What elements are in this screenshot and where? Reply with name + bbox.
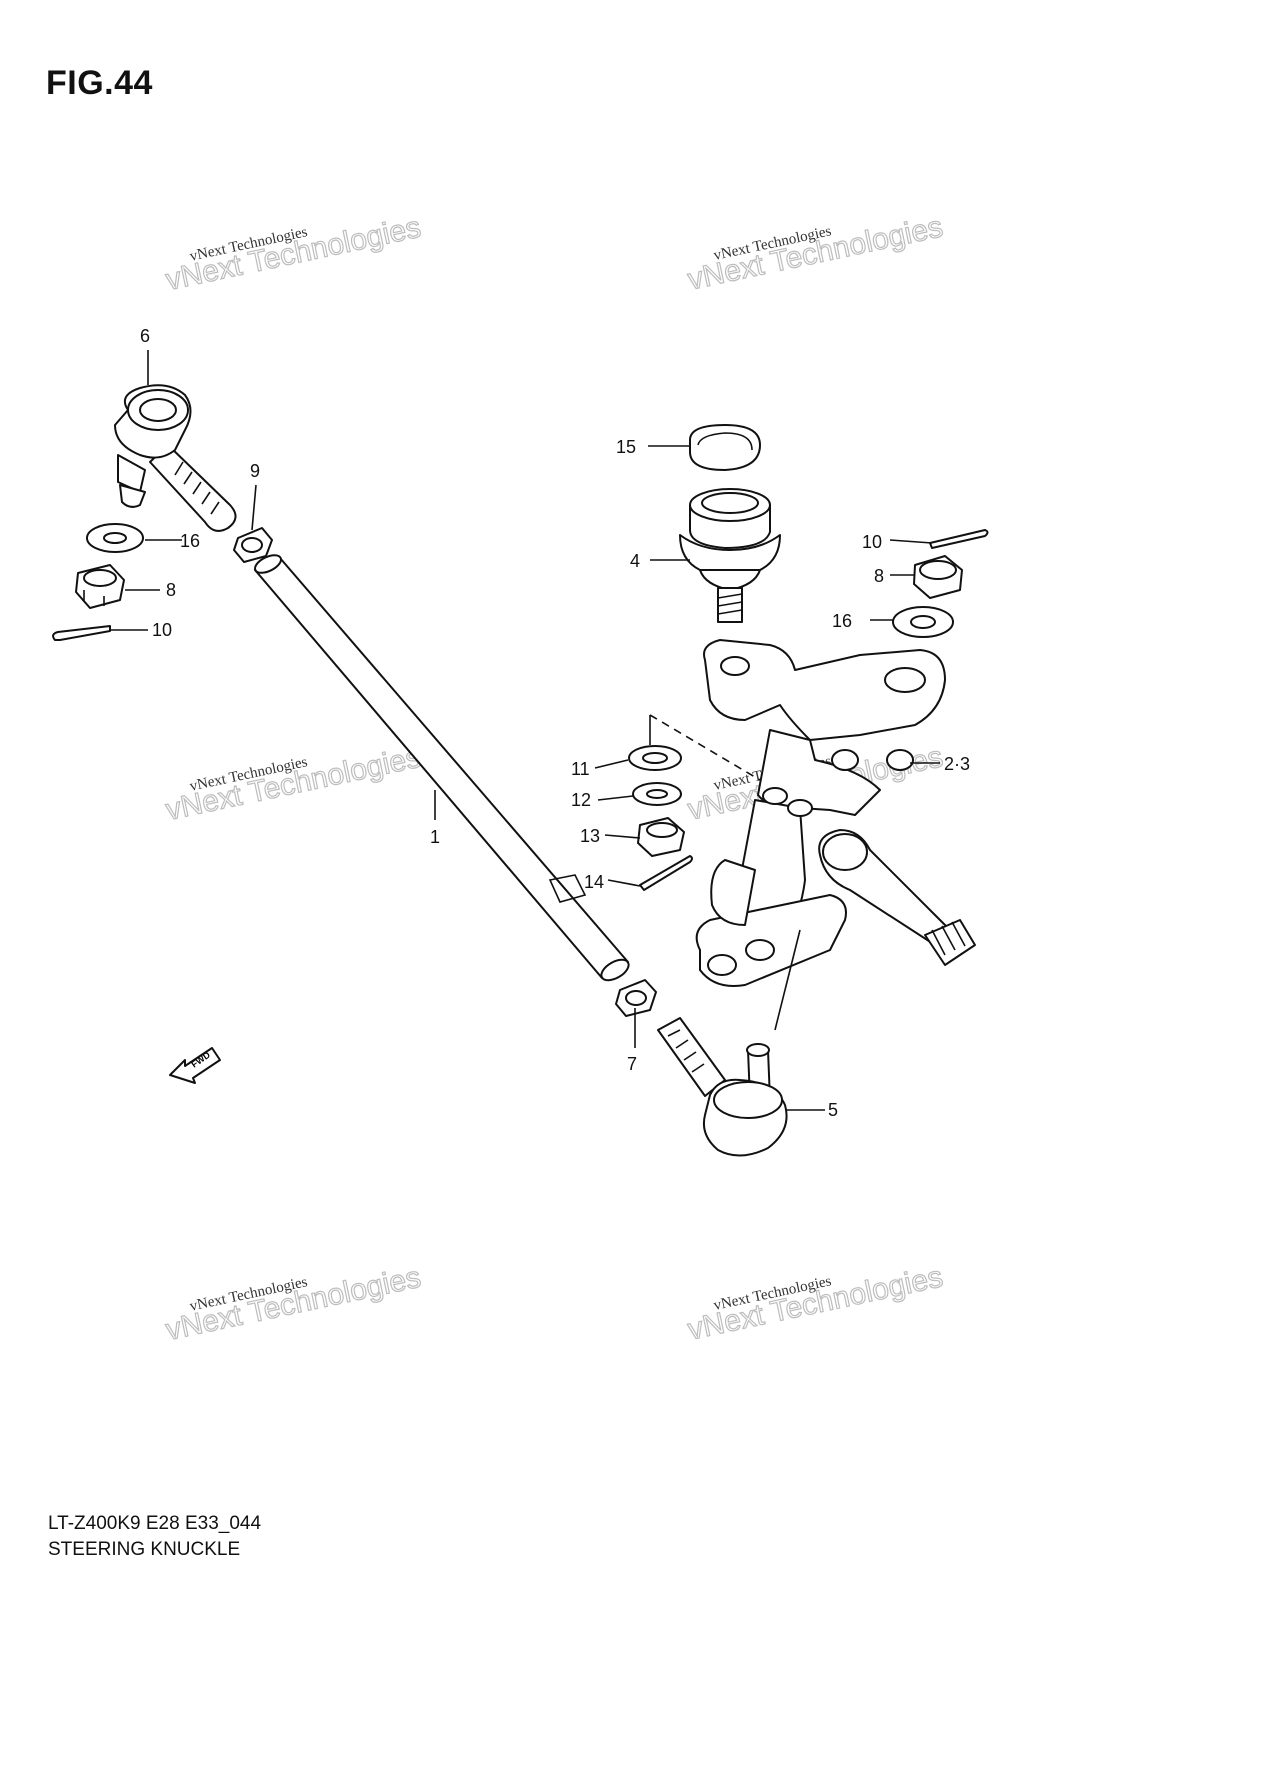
watermark-bottom-right: vNext Technologies vNext Technologies [684,1260,946,1347]
part-8-castle-nut-right [913,555,963,599]
part-14-cotter-pin [639,855,693,891]
callout-11: 11 [571,759,590,779]
callout-1: 1 [430,827,440,847]
callout-4: 4 [630,551,640,571]
leader-lines [110,350,940,1111]
watermark-bottom-left: vNext Technologies vNext Technologies [162,1260,424,1347]
callout-6: 6 [140,326,150,346]
watermark-mid-left: vNext Technologies vNext Technologies [162,740,424,827]
part-13-castle-nut [637,817,685,857]
fwd-arrow: FWD [169,1047,221,1084]
part-1-tie-rod [254,554,630,982]
callout-13: 13 [580,826,600,846]
part-5-tie-rod-end [657,1017,788,1157]
part-12-washer [632,782,682,806]
callout-16-right: 16 [832,611,852,631]
model-code: LT-Z400K9 E28 E33_044 [48,1513,262,1534]
callouts: 6 9 16 8 10 1 7 5 15 4 10 8 16 11 12 13 … [140,326,970,1120]
watermark-top-right: vNext Technologies vNext Technologies [684,210,946,297]
callout-7: 7 [627,1054,637,1074]
callout-8-left: 8 [166,580,176,600]
callout-5: 5 [828,1100,838,1120]
callout-8-right: 8 [874,566,884,586]
part-15-circlip [689,424,761,471]
part-4-ball-joint [679,488,781,623]
callout-9: 9 [250,461,260,481]
figure-title: FIG.44 [46,64,153,102]
part-10-cotter-pin-right [929,529,989,549]
part-8-castle-nut-left [75,564,125,609]
part-16-washer-right [892,606,954,638]
callout-15: 15 [616,437,636,457]
callout-12: 12 [571,790,591,810]
callout-14: 14 [584,872,604,892]
callout-10-left: 10 [152,620,172,640]
part-11-washer [628,745,682,771]
part-6-tie-rod-end [114,384,237,532]
callout-2-3: 2·3 [944,754,970,774]
part-10-cotter-pin-left [52,625,111,641]
part-9-nut [233,527,273,563]
diagram-name: STEERING KNUCKLE [48,1539,241,1560]
part-7-nut [615,979,657,1017]
part-16-washer-left [86,523,144,553]
part-2-3-steering-knuckle [695,639,976,987]
callout-16-left: 16 [180,531,200,551]
callout-10-right: 10 [862,532,882,552]
watermark-top-left: vNext Technologies vNext Technologies [162,210,424,297]
